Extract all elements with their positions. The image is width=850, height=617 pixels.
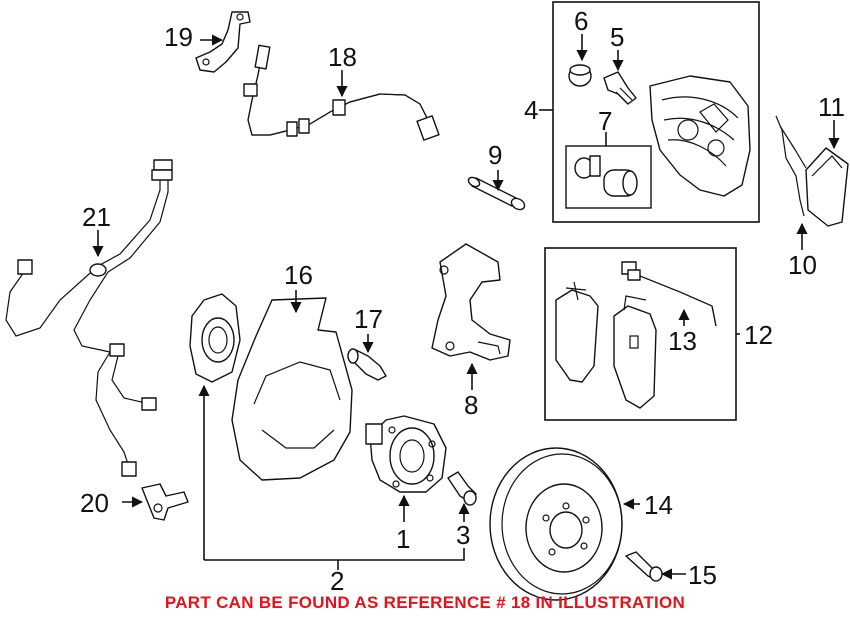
- part-20-abs-sensor: [141, 483, 189, 521]
- callout-5: 5: [610, 22, 624, 52]
- callout-21: 21: [82, 202, 111, 232]
- callout-11: 11: [818, 92, 845, 122]
- reference-note: PART CAN BE FOUND AS REFERENCE # 18 IN I…: [165, 593, 685, 612]
- callout-3: 3: [456, 520, 470, 550]
- callout-1: 1: [396, 524, 410, 554]
- part-7-piston-kit: [574, 155, 638, 197]
- callout-18: 18: [328, 42, 357, 72]
- callout-9: 9: [488, 140, 502, 170]
- callout-7: 7: [598, 106, 612, 136]
- part-8-caliper-bracket: [431, 243, 511, 361]
- callout-4: 4: [524, 95, 538, 125]
- piston-kit-box: [565, 145, 652, 209]
- callout-6: 6: [574, 6, 588, 36]
- part-19-bracket: [195, 11, 251, 73]
- callout-20: 20: [80, 488, 109, 518]
- part-11-brake-pad: [805, 147, 849, 227]
- callout-12: 12: [744, 320, 773, 350]
- callout-17: 17: [354, 304, 383, 334]
- part-16-splash-shield: [231, 297, 353, 481]
- caliper-group-box: [552, 1, 760, 223]
- callout-15: 15: [688, 560, 717, 590]
- part-17-bolt: [347, 348, 387, 381]
- part-6-cap: [568, 64, 592, 87]
- part-15-screw: [625, 551, 663, 582]
- callout-numbers: 19 18 9 6 5 4 7 11 10 12 13 8 16 17 21 2…: [80, 6, 845, 596]
- part-9-guide-pin: [467, 176, 526, 211]
- part-2-bearing-housing: [189, 293, 241, 383]
- part-4-caliper: [649, 75, 751, 197]
- part-5-bolt: [603, 71, 637, 105]
- callout-13: 13: [668, 326, 697, 356]
- part-10-spring-clip: [775, 115, 807, 217]
- part-14-brake-rotor: [489, 447, 623, 601]
- part-3-bolt: [447, 471, 477, 506]
- callout-14: 14: [644, 490, 673, 520]
- callout-19: 19: [164, 22, 193, 52]
- callout-10: 10: [788, 250, 817, 280]
- part-13-wear-sensor: [621, 261, 717, 327]
- part-12-pad-set: [555, 281, 657, 409]
- callout-16: 16: [284, 260, 313, 290]
- part-18-brake-hose: [243, 44, 440, 141]
- part-1-wheel-hub: [365, 415, 447, 493]
- leader-lines: [92, 34, 840, 580]
- part-21-wiring-harness: [5, 159, 173, 477]
- callout-8: 8: [464, 390, 478, 420]
- callout-2: 2: [330, 566, 344, 596]
